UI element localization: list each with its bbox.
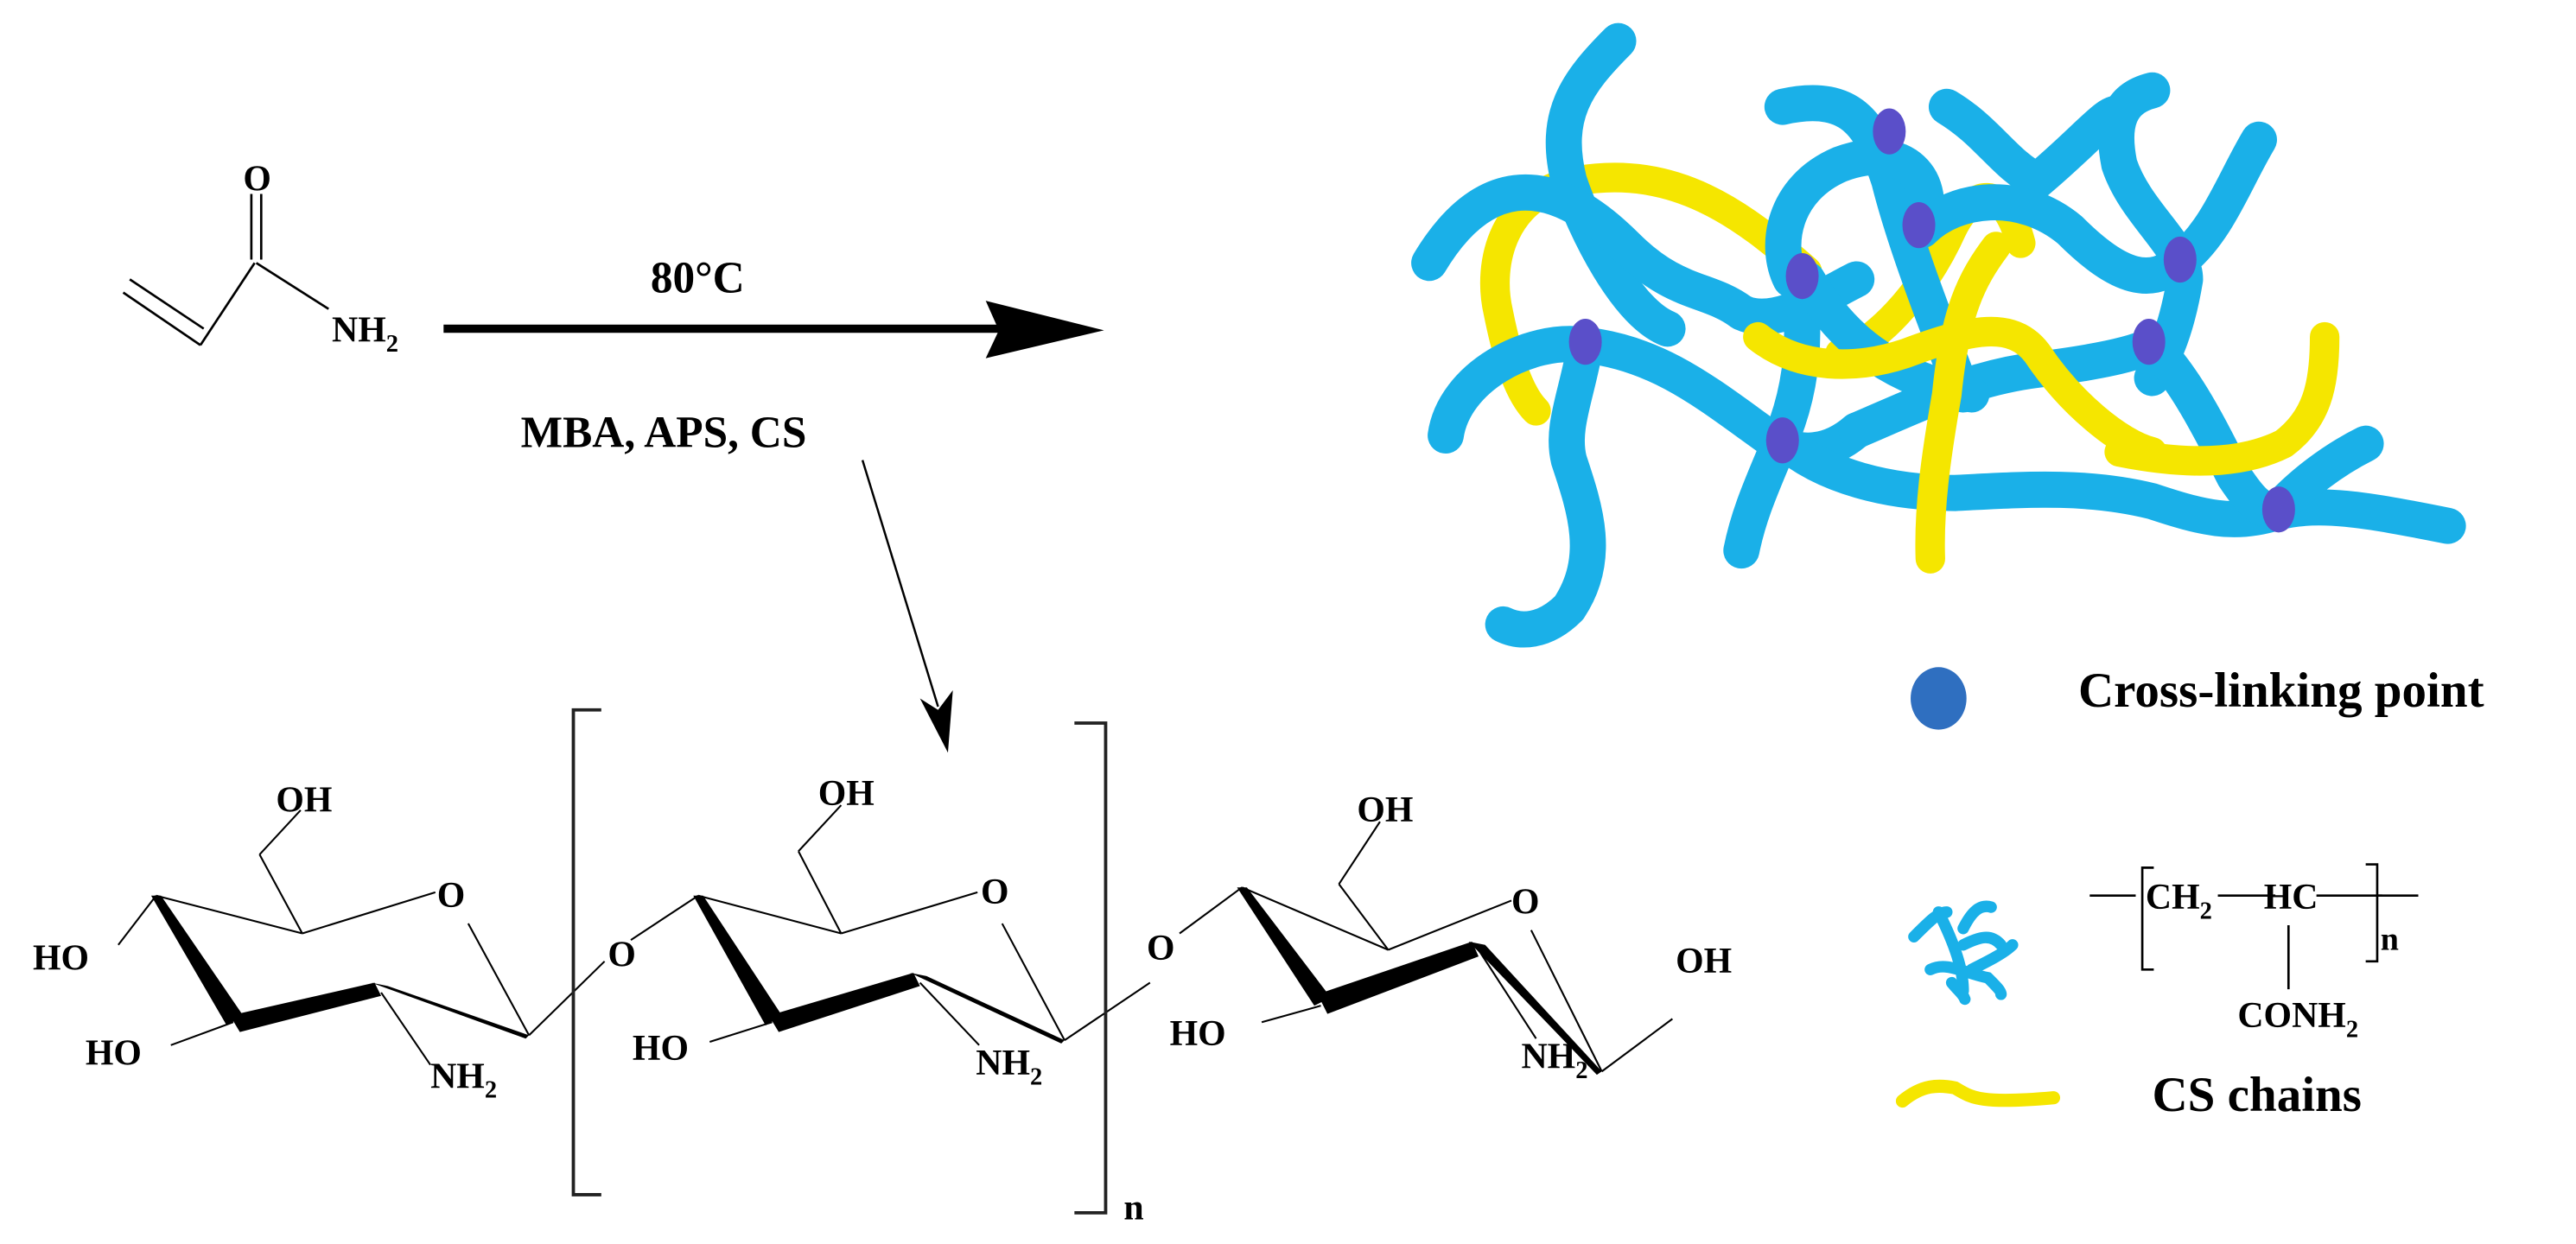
pointer-arrow	[861, 460, 953, 753]
ring-oxygen-label: O	[981, 873, 1009, 912]
chitosan-unit-2: OH O HO NH2	[633, 774, 1151, 1090]
legend-item-crosslink: Cross-linking point	[1911, 663, 2484, 730]
chitosan-unit-1: OH O HO HO NH2	[33, 781, 606, 1104]
reagents-label: MBA, APS, CS	[521, 408, 807, 457]
hydroxyl-label: HO	[86, 1034, 142, 1074]
ring-oxygen-label: O	[437, 876, 466, 916]
acrylamide-structure: O NH2	[122, 160, 398, 358]
crosslink-dot-icon	[1911, 667, 1967, 730]
svg-text:HC: HC	[2264, 878, 2318, 917]
amine-label: NH2	[976, 1044, 1042, 1090]
hydroxyl-label: HO	[1170, 1014, 1226, 1054]
hydroxyl-label: OH	[276, 781, 332, 821]
glycosidic-oxygen-label: O	[1147, 929, 1175, 968]
temperature-label: 80°C	[651, 254, 745, 303]
legend: Cross-linking point CH2 HC	[1895, 663, 2484, 1122]
glycosidic-oxygen-label: O	[607, 936, 636, 975]
hydroxyl-label: OH	[1676, 942, 1732, 981]
amine-label: NH2	[332, 311, 398, 358]
amine-label: NH2	[430, 1057, 497, 1103]
svg-text:CH2: CH2	[2146, 878, 2212, 924]
polyacrylamide-formula: CH2 HC n CONH2	[2089, 863, 2419, 1043]
amine-label: NH2	[1521, 1037, 1587, 1083]
pam-network-icon	[1908, 900, 2019, 1006]
legend-label: CS chains	[2153, 1068, 2362, 1122]
hydroxyl-label: HO	[633, 1029, 689, 1069]
ring-oxygen-label: O	[1511, 883, 1540, 923]
legend-item-pam: CH2 HC n CONH2	[1908, 863, 2419, 1043]
hydroxyl-label: OH	[1357, 790, 1413, 830]
reaction-arrow	[443, 301, 1104, 359]
chitosan-unit-3: OH O HO NH2 OH	[1170, 790, 1733, 1084]
svg-text:CONH2: CONH2	[2237, 996, 2358, 1043]
legend-label: Cross-linking point	[2078, 663, 2484, 718]
hydrogel-network-illustration	[1411, 22, 2466, 648]
svg-text:n: n	[2381, 921, 2399, 957]
repeat-n-label: n	[1123, 1188, 1143, 1228]
hydroxyl-label: OH	[818, 774, 875, 814]
hydroxyl-label: HO	[33, 938, 89, 978]
carbonyl-oxygen-label: O	[243, 160, 271, 200]
cs-chain-icon	[1895, 1079, 2061, 1108]
legend-item-cs: CS chains	[1895, 1068, 2362, 1122]
repeat-brackets: n	[571, 708, 1144, 1228]
